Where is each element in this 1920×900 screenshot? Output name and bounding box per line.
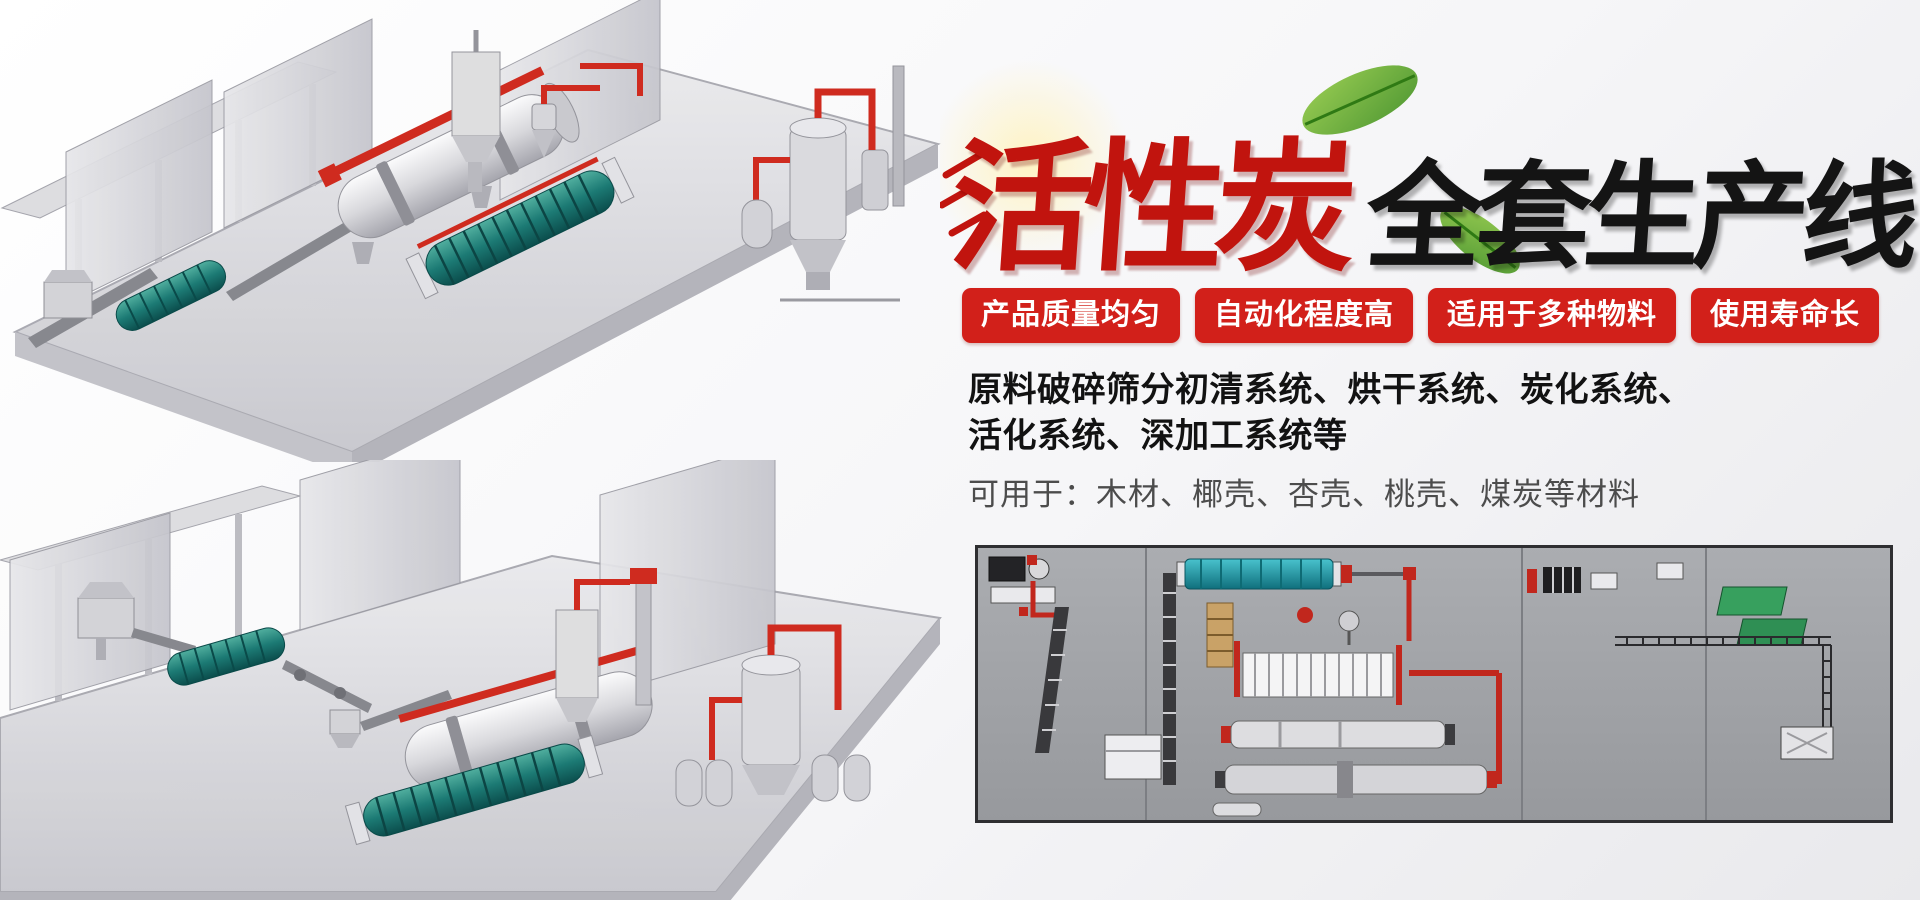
production-line-render-top bbox=[0, 0, 941, 462]
badge-materials: 适用于多种物料 bbox=[1428, 288, 1677, 343]
layout-schematic-panel bbox=[975, 545, 1893, 823]
title-decoration bbox=[940, 60, 1520, 274]
production-line-layout-schematic bbox=[975, 545, 1893, 823]
feature-badges: 产品质量均匀 自动化程度高 适用于多种物料 使用寿命长 bbox=[962, 288, 1880, 343]
description-line-2: 活化系统、深加工系统等 bbox=[968, 416, 1348, 455]
leaf-icon bbox=[1440, 206, 1520, 274]
badge-quality: 产品质量均匀 bbox=[962, 288, 1181, 343]
badge-automation: 自动化程度高 bbox=[1195, 288, 1414, 343]
materials-line: 可用于：木材、椰壳、杏壳、桃壳、煤炭等材料 bbox=[968, 477, 1640, 513]
title-red-part: 活性炭 bbox=[945, 125, 1353, 291]
production-line-render-bottom bbox=[0, 460, 942, 900]
leaf-icon bbox=[1302, 65, 1418, 135]
page-title: 活性炭全套生产线 bbox=[945, 92, 1916, 298]
speed-dashes bbox=[940, 151, 988, 237]
title-black-part: 全套生产线 bbox=[1361, 149, 1917, 285]
description-line-1: 原料破碎筛分初清系统、烘干系统、炭化系统、 bbox=[968, 371, 1693, 409]
glow-highlight bbox=[940, 60, 1130, 260]
badge-lifespan: 使用寿命长 bbox=[1691, 288, 1880, 343]
description-block: 原料破碎筛分初清系统、烘干系统、炭化系统、 活化系统、深加工系统等 可用于：木材… bbox=[968, 368, 1693, 514]
